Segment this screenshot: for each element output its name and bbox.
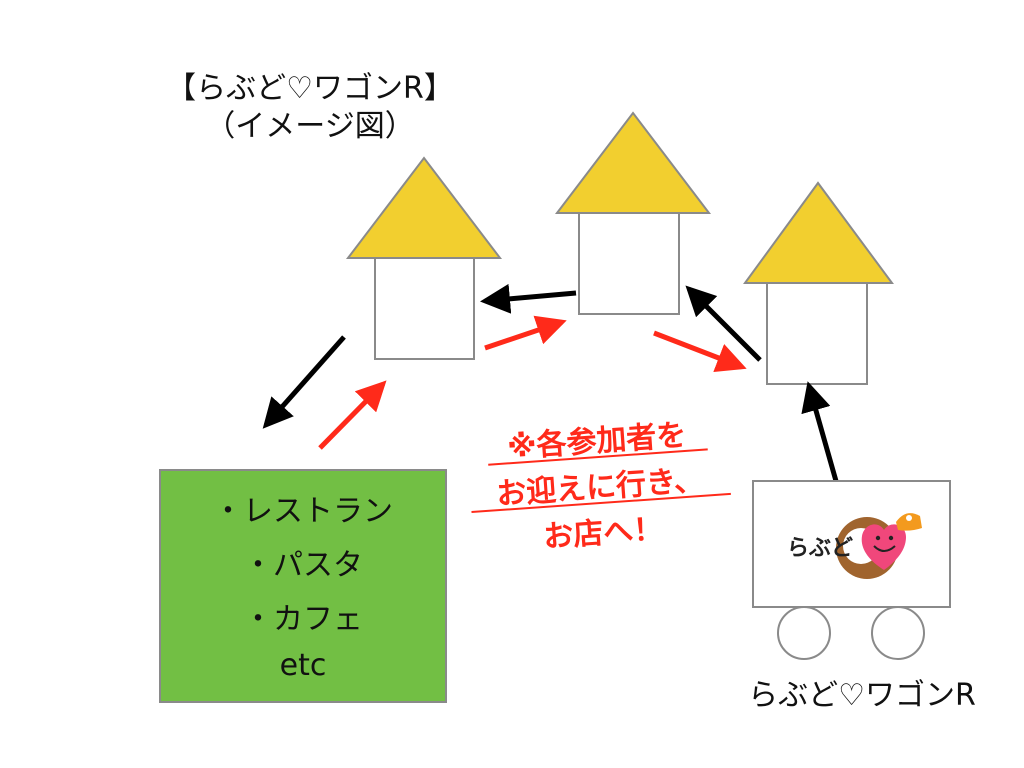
venue-box [159, 469, 447, 703]
logo-cap-badge [906, 515, 912, 521]
wagon-wheel-right [871, 606, 925, 660]
wagon-body [752, 480, 951, 608]
house-right-body [766, 282, 868, 385]
logo-heart-icon [861, 524, 906, 570]
wagon [752, 480, 951, 660]
house-left-roof [345, 156, 503, 259]
venue-item-cafe: ・カフェ [243, 602, 363, 637]
red-arrow-house-middle-to-house-right [653, 330, 747, 372]
venue-item-restaurant: ・レストラン [213, 494, 393, 529]
logo-eye-left [875, 535, 881, 541]
diagram-title: 【らぶど♡ワゴンR】 （イメージ図） [130, 70, 490, 146]
wagon-logo [836, 513, 922, 579]
title-line-1: 【らぶど♡ワゴンR】 [166, 71, 454, 106]
house-middle-body [578, 212, 680, 315]
black-arrow-house-middle-to-house-left [480, 283, 577, 314]
house-right [743, 181, 894, 385]
venue-item-etc: etc [279, 648, 327, 683]
venue-list: ・レストラン ・パスタ ・カフェ etc [160, 470, 446, 702]
logo-cap-icon [896, 513, 922, 531]
red-arrow-house-left-to-house-middle [484, 315, 567, 351]
house-left [345, 156, 503, 360]
house-left-body [374, 257, 475, 360]
red-arrow-venue-to-house-left [318, 380, 387, 450]
house-middle [554, 111, 712, 315]
house-middle-roof [554, 111, 712, 214]
logo-smile [873, 545, 896, 552]
title-line-2: （イメージ図） [205, 109, 415, 144]
black-arrow-house-left-to-venue [262, 335, 346, 429]
wagon-wheel-left [777, 606, 831, 660]
black-arrow-house-right-to-house-middle [685, 285, 762, 362]
venue-item-pasta: ・パスタ [243, 548, 363, 583]
wagon-logo-text: らぶど [787, 536, 854, 561]
logo-eye-right [888, 535, 894, 541]
pickup-note: ※各参加者を お迎えに行き、 お店へ！ [465, 407, 734, 565]
wagon-caption: らぶど♡ワゴンR [748, 678, 976, 713]
black-arrow-wagon-to-house-right [801, 381, 839, 482]
house-right-roof [743, 181, 894, 284]
